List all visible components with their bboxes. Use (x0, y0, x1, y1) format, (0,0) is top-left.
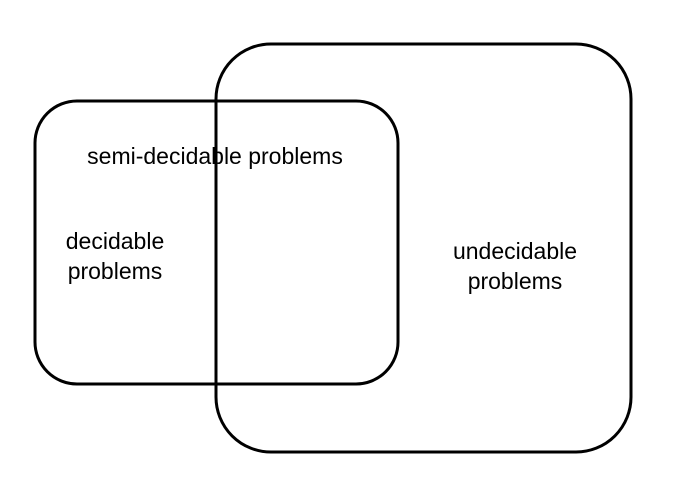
decidable-label-line-2: problems (67, 258, 163, 284)
undecidable-label-line-2: problems (467, 268, 563, 294)
semi-decidable-label: semi-decidable problems (60, 141, 370, 171)
decidable-label: decidable problems (45, 226, 185, 286)
undecidable-label-line-1: undecidable (452, 238, 578, 264)
decidable-label-line-1: decidable (65, 228, 165, 254)
undecidable-label: undecidable problems (430, 236, 600, 296)
semi-decidable-label-text: semi-decidable problems (87, 143, 343, 169)
